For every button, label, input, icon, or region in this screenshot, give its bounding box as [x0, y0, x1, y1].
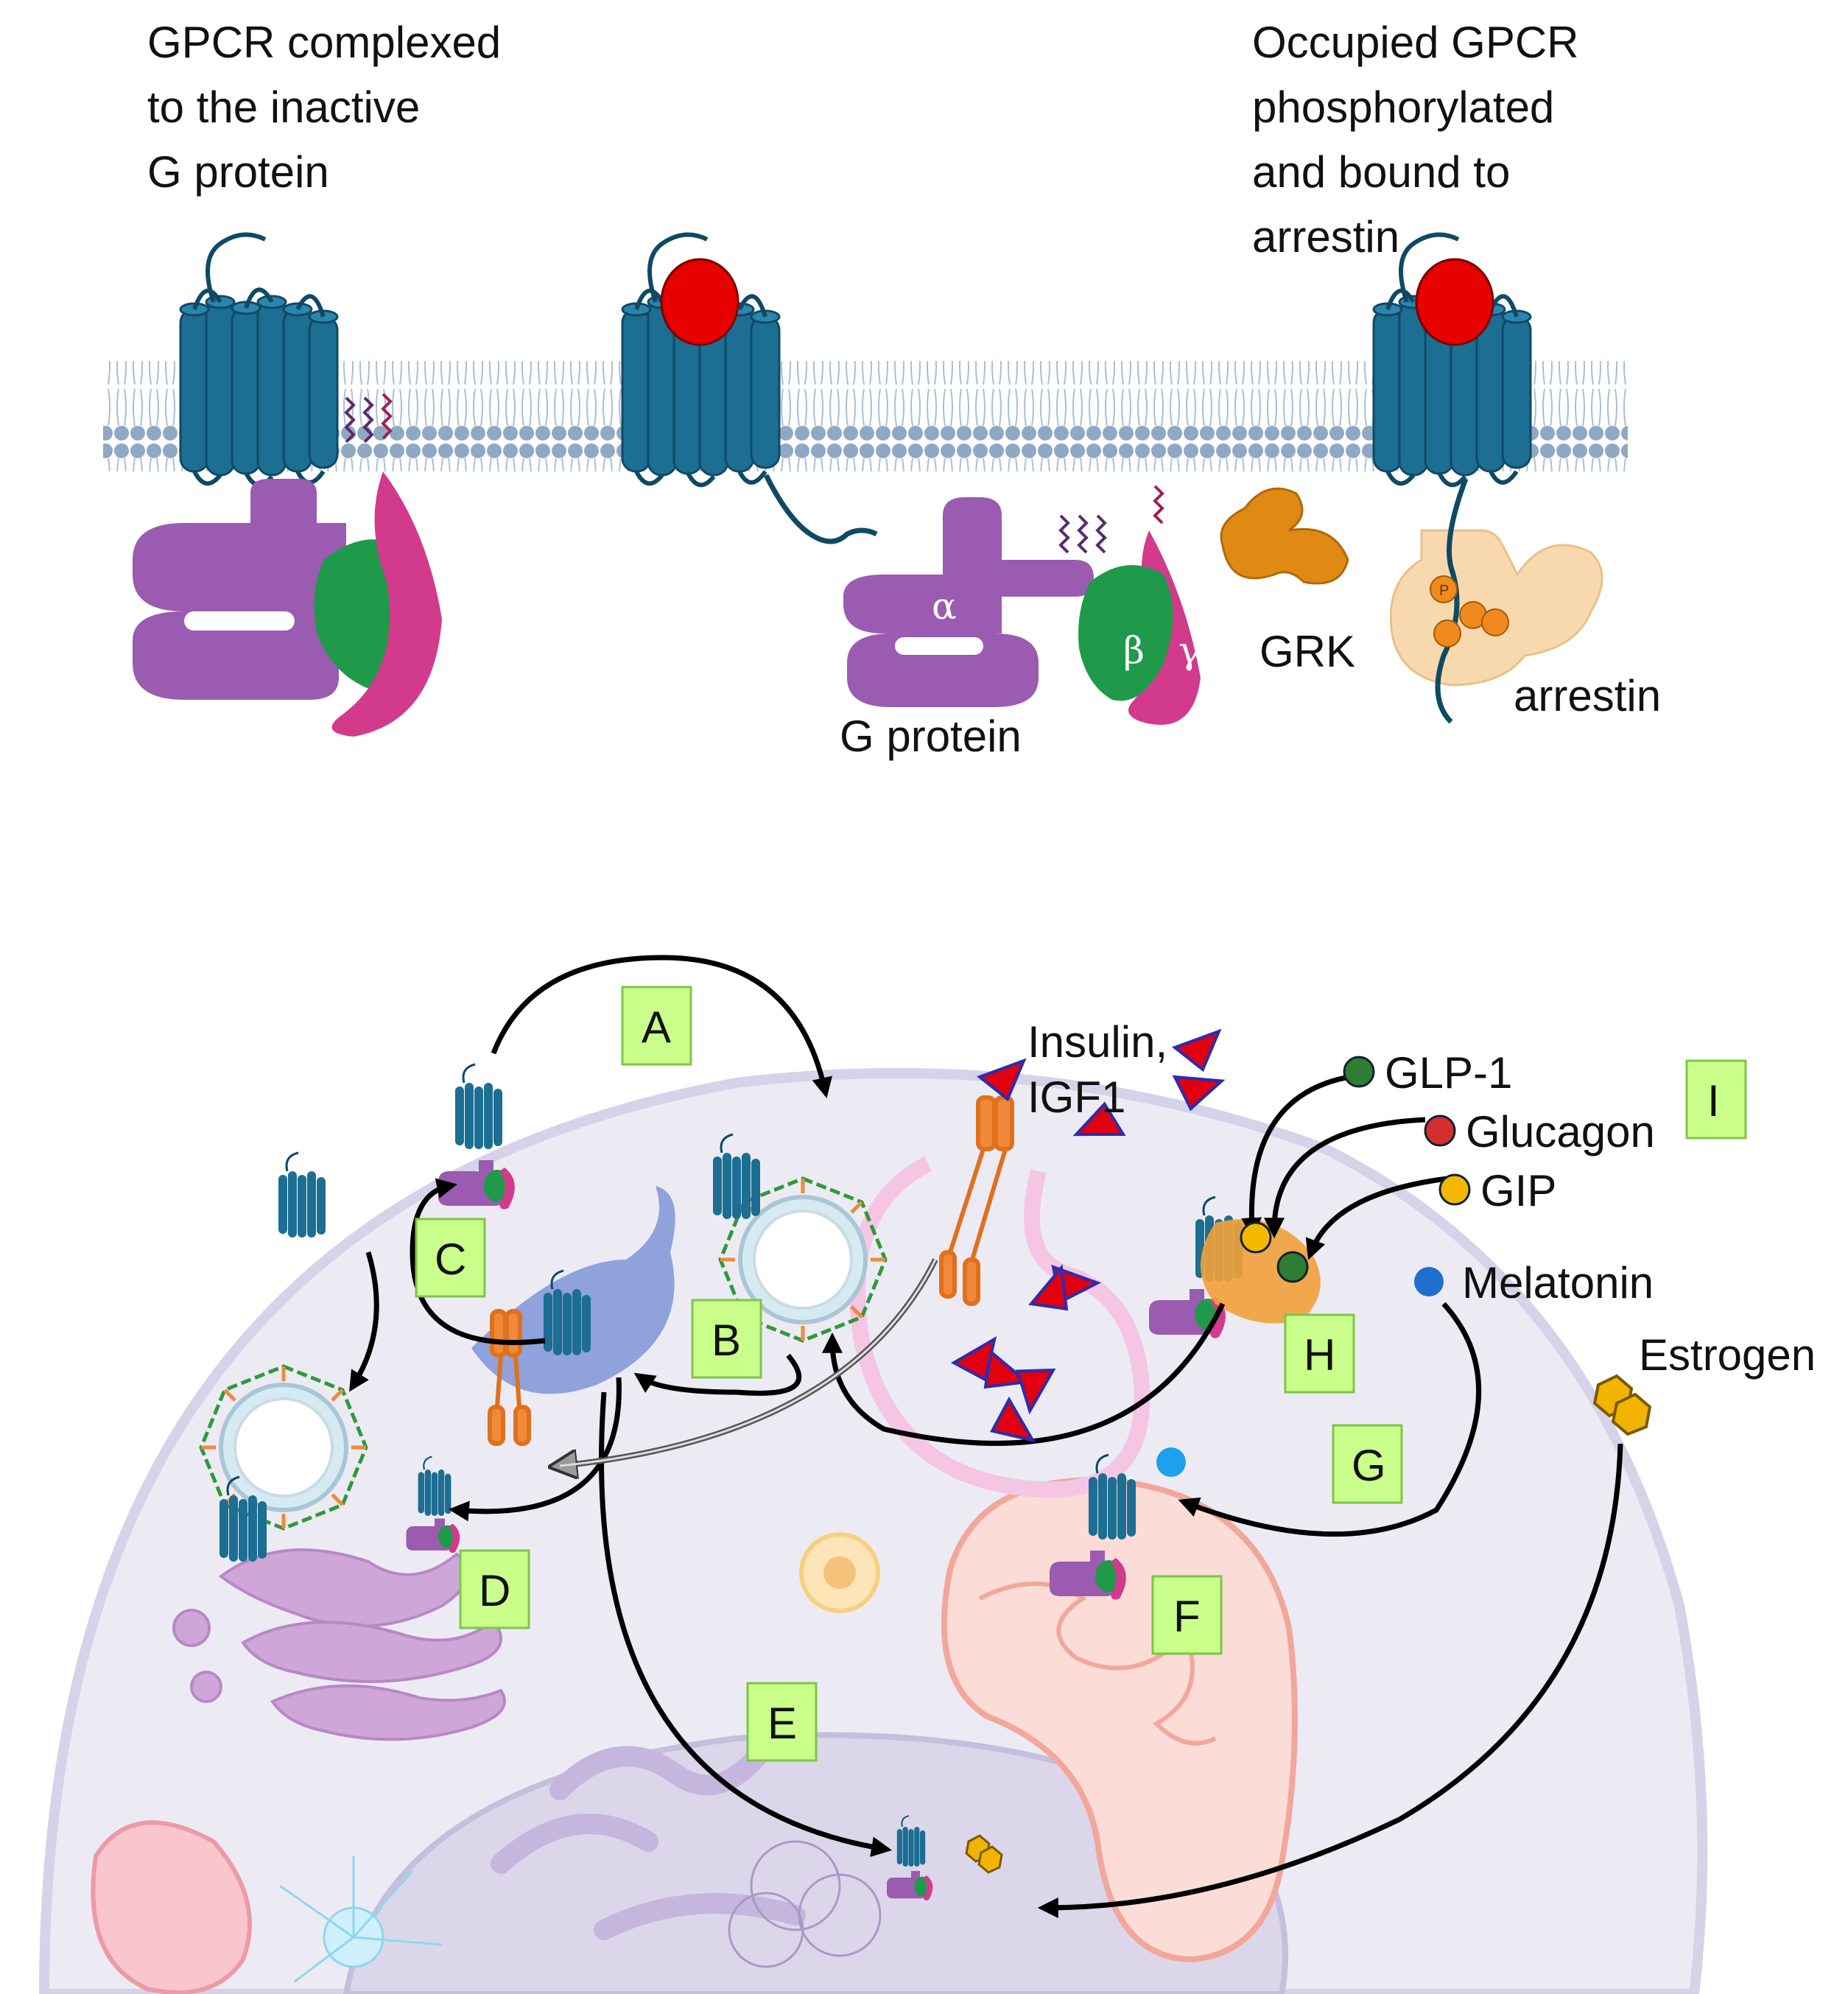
arrestin-label: arrestin [1514, 671, 1661, 720]
estrogen-ligand [1592, 1374, 1652, 1436]
gip-bound [1240, 1221, 1272, 1254]
title-inactive-complex: GPCR complexed to the inactive G protein [147, 18, 513, 197]
box-f: F [1151, 1575, 1223, 1655]
svg-text:E: E [767, 1699, 797, 1748]
g-beta-gamma-free: β γ [1078, 485, 1201, 725]
endoplasmic-reticulum [491, 1735, 806, 1940]
receptor-tail-arrestin [1435, 477, 1469, 724]
gip-label: GIP [1480, 1166, 1556, 1215]
centrosome [279, 1856, 443, 1983]
box-c: C [415, 1218, 486, 1298]
phospho-label: P [1439, 583, 1449, 599]
glp1-ligand [1343, 1056, 1375, 1088]
nucleolus-texture [728, 1840, 882, 1968]
g-alpha-free: α [843, 497, 1107, 707]
glucagon-ligand [1424, 1114, 1456, 1147]
top-panel: GPCR complexed to the inactive G protein… [103, 18, 1661, 761]
g-alpha-subunit [133, 479, 346, 611]
alpha-label: α [932, 585, 957, 628]
box-d: D [459, 1549, 530, 1629]
receptor-c-tail [763, 474, 878, 544]
g-protein-heterotrimer-bound [133, 471, 442, 737]
mitochondrion-small [91, 1820, 252, 1994]
beta-label: β [1123, 629, 1145, 672]
estrogen-label: Estrogen [1639, 1330, 1816, 1380]
melatonin-ligand [1414, 1267, 1444, 1296]
glp1-bound [1276, 1251, 1309, 1283]
phosphate-groups: P [1430, 575, 1509, 647]
box-h: H [1284, 1313, 1355, 1394]
arrow-gip [1305, 1176, 1448, 1260]
gip-ligand [1438, 1173, 1471, 1206]
grk-label: GRK [1259, 627, 1355, 676]
ligand-occupied [660, 258, 739, 346]
title-arrestin-bound: Occupied GPCR phosphorylated and bound t… [1252, 18, 1591, 261]
h-complex-receptor [1201, 1219, 1321, 1324]
melatonin-label: Melatonin [1462, 1258, 1654, 1307]
glp1-label: GLP-1 [1385, 1048, 1512, 1098]
arrow-b [633, 1353, 802, 1396]
svg-text:H: H [1304, 1330, 1335, 1380]
arrow-a [491, 955, 833, 1098]
svg-text:C: C [435, 1235, 466, 1284]
svg-text:A: A [642, 1003, 671, 1052]
melatonin-internal [1156, 1447, 1186, 1477]
igf1-label: IGF1 [1027, 1073, 1125, 1122]
svg-text:B: B [712, 1316, 741, 1365]
svg-text:I: I [1707, 1076, 1720, 1126]
g-gamma-subunit [331, 471, 442, 737]
arrow-glucagon [1264, 1117, 1426, 1239]
insulin-receptor [939, 1095, 1014, 1306]
pathway-arrows [349, 955, 1623, 1918]
grk-kinase [1220, 487, 1349, 585]
arrow-glp1 [1241, 1073, 1360, 1239]
ligand-on-arrestin-receptor [1415, 258, 1494, 346]
box-a: A [621, 986, 692, 1066]
svg-text:F: F [1173, 1592, 1201, 1641]
svg-text:G: G [1352, 1441, 1386, 1490]
box-g: G [1332, 1424, 1403, 1504]
lipid-anchors-1 [344, 393, 393, 443]
box-b: B [691, 1299, 762, 1379]
arrow-g-melatonin [1178, 1302, 1482, 1537]
g-protein-label: G protein [840, 712, 1022, 761]
gamma-label: γ [1178, 629, 1201, 672]
glucagon-label: Glucagon [1466, 1107, 1655, 1156]
arrow-c [410, 1178, 546, 1345]
arrestin-protein [1389, 529, 1603, 687]
bottom-panel: Insulin, IGF1 GLP-1 Glucagon GIP Melaton… [38, 955, 1816, 1994]
arrow-h [822, 1302, 1226, 1446]
arrow-d [448, 1377, 622, 1522]
svg-text:D: D [479, 1566, 510, 1615]
mini-receptor-complex-c [438, 1063, 515, 1210]
arrow-left-vesicle [349, 1251, 379, 1392]
gpcr-receptor-inactive [180, 235, 337, 485]
arrow-estrogen [1037, 1443, 1623, 1918]
arrow-e [599, 1391, 893, 1858]
mini-receptor-free [277, 1151, 327, 1239]
insulin-label: Insulin, [1027, 1017, 1167, 1067]
golgi-apparatus [172, 1548, 516, 1741]
box-i: I [1685, 1059, 1747, 1140]
estrogen-internal [965, 1834, 1003, 1874]
box-e: E [746, 1682, 818, 1762]
